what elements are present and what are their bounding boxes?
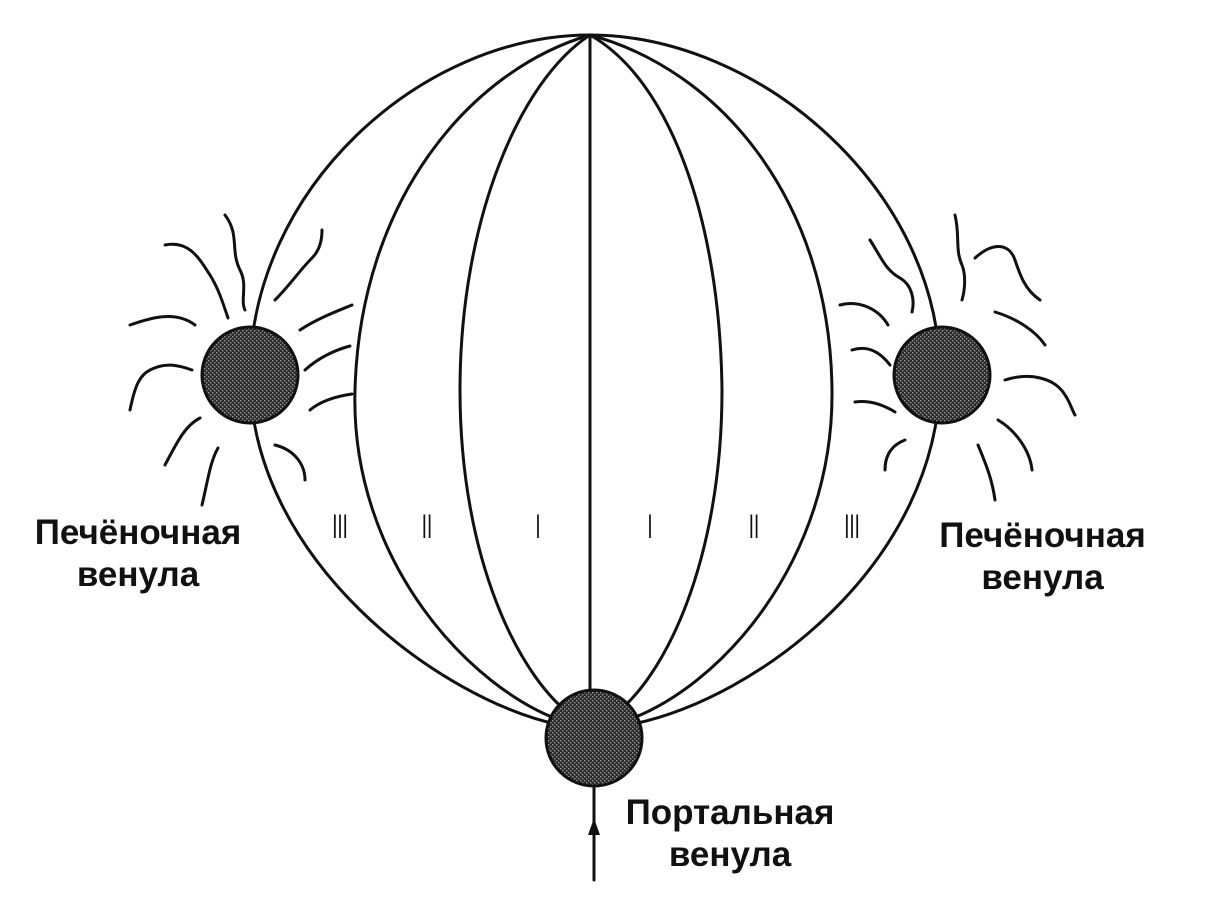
portal-venule-label-line2: венула [668,835,792,874]
right-venule-sinusoids [838,213,1077,502]
portal-venule-label-line1: Портальная [625,793,835,832]
left-venule-sinusoids [128,213,354,507]
hepatic-venule-left-label: Печёночная венула [18,512,258,596]
zone-label-right-3: III [844,508,860,546]
hepatic-venule-right-label-line1: Печёночная [939,516,1146,555]
hepatic-venule-left-label-line1: Печёночная [34,513,242,552]
zone-boundary-right-outer [588,33,834,724]
portal-inflow-arrow [588,818,600,835]
zone-label-left-1: I [535,508,541,546]
zone-boundary-left-outer [353,33,592,724]
hepatic-venule-left-label-line2: венула [76,555,200,594]
hepatic-venule-right-label-line2: венула [981,558,1104,597]
acinus-outer-boundary-left [248,33,592,727]
hepatic-venule-right-label: Печёночная венула [920,515,1165,599]
portal-venule-vessel [544,688,644,788]
zone-boundary-left-inner [458,33,592,720]
zone-label-right-2: II [748,508,760,546]
zone-label-left-3: III [332,508,348,546]
zone-label-right-1: I [647,508,653,546]
zone-label-left-2: II [421,508,433,546]
acinus-outer-boundary-right [588,33,942,727]
hepatic-venule-right-vessel [892,325,992,425]
portal-venule-label: Портальная венула [605,792,855,876]
zone-boundary-right-inner [588,33,724,720]
hepatic-venule-left-vessel [200,325,300,425]
